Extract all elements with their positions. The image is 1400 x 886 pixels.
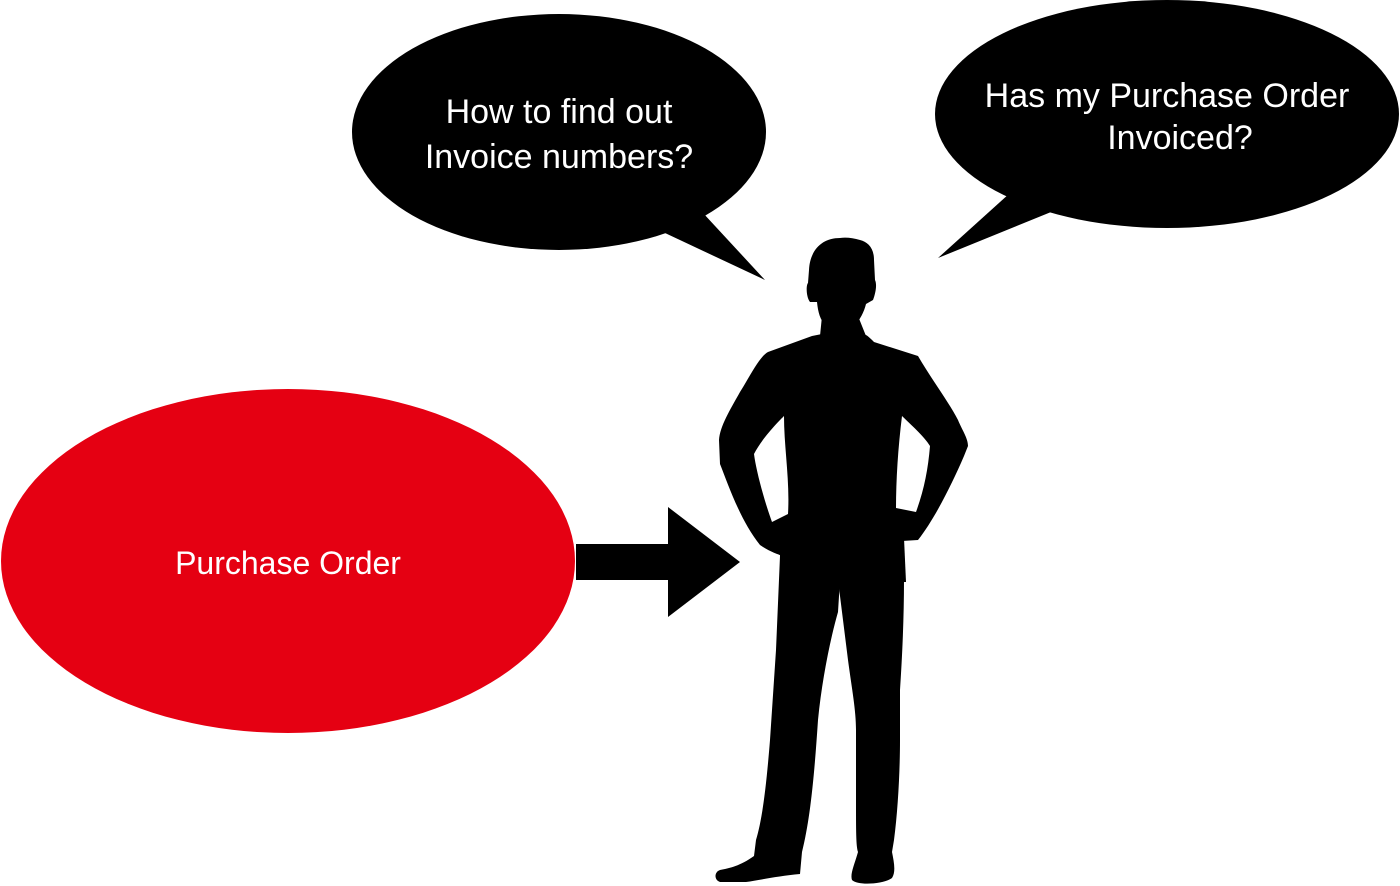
speech-bubble-tail bbox=[938, 193, 1056, 258]
speech-bubble-po-invoiced: Has my Purchase Order Invoiced? bbox=[935, 0, 1399, 258]
purchase-order-ellipse bbox=[1, 389, 575, 733]
speech-bubble-text-line-1: Has my Purchase Order bbox=[985, 77, 1350, 115]
speech-bubble-text-line-2: Invoice numbers? bbox=[425, 138, 693, 176]
right-arrow-icon bbox=[576, 507, 740, 617]
speech-bubble-text-line-1: How to find out bbox=[446, 93, 673, 131]
purchase-order-label: Purchase Order bbox=[175, 545, 401, 581]
speech-bubble-shape bbox=[352, 14, 766, 250]
speech-bubble-text-line-2: Invoiced? bbox=[1107, 119, 1253, 157]
speech-bubble-tail bbox=[665, 213, 765, 280]
speech-bubble-shape bbox=[935, 0, 1399, 228]
speech-bubble-invoice-numbers: How to find out Invoice numbers? bbox=[352, 14, 766, 280]
purchase-order-node: Purchase Order bbox=[1, 389, 575, 733]
person-silhouette-icon bbox=[715, 237, 968, 884]
